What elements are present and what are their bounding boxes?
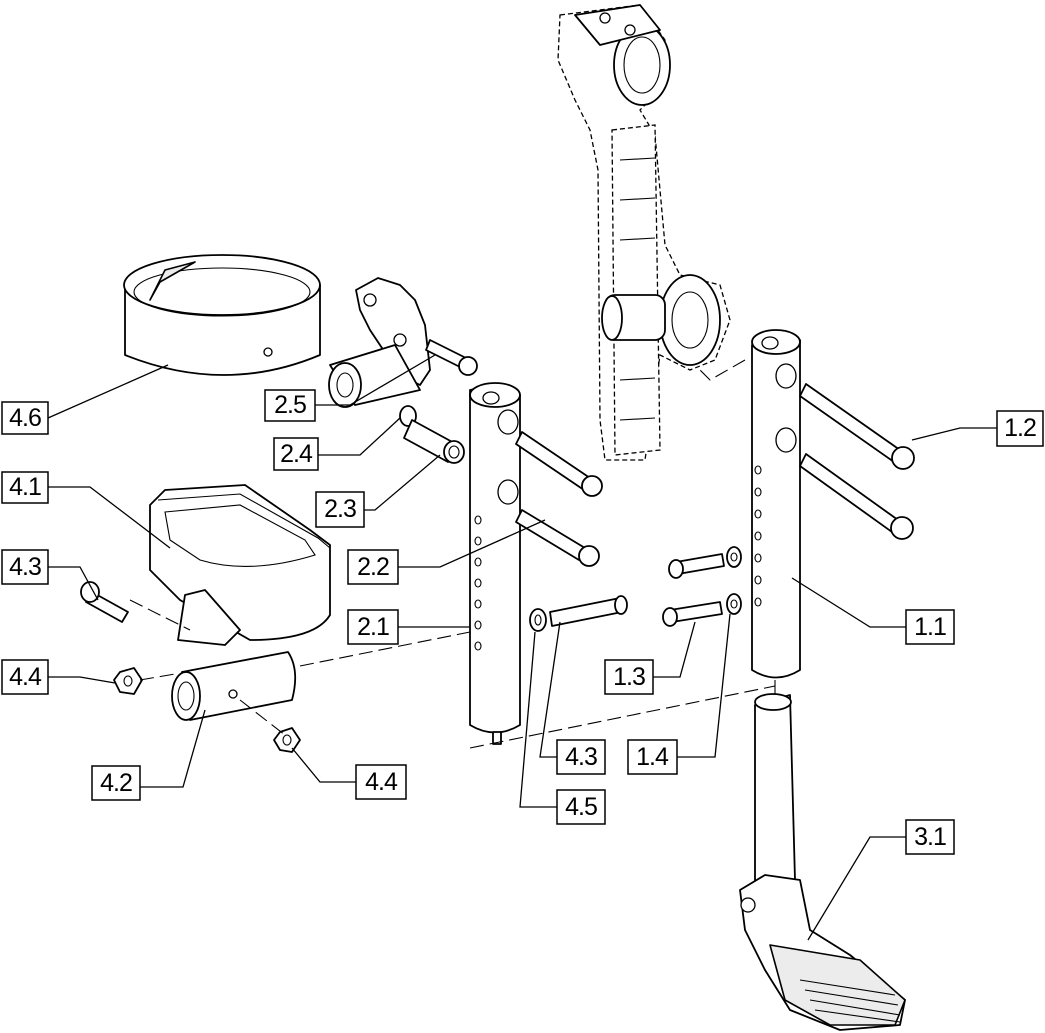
callout-label: 4.3 (565, 743, 597, 771)
washer-4.5 (529, 608, 547, 632)
callout-3.1: 3.1 (905, 819, 955, 855)
pin-4.3-right (549, 595, 628, 627)
callout-label: 4.5 (565, 793, 597, 821)
callout-4.4-right: 4.4 (355, 764, 407, 800)
ring-4.6 (123, 254, 321, 376)
callout-label: 2.2 (357, 553, 389, 581)
callout-1.4: 1.4 (627, 739, 678, 775)
tube-4.2 (171, 651, 297, 721)
callout-label: 2.4 (280, 440, 313, 468)
screws-1.3 (662, 553, 725, 627)
callout-1.2: 1.2 (996, 410, 1044, 447)
tube-2.1 (469, 382, 521, 745)
callout-2.2: 2.2 (347, 549, 399, 585)
callout-4.2: 4.2 (91, 765, 141, 801)
armrest-frame-ghost (557, 4, 731, 461)
callout-4.4-left: 4.4 (1, 659, 49, 695)
alignment-lines (129, 359, 776, 749)
bolts-2.2 (515, 431, 603, 567)
nut-4.4-left (113, 667, 143, 695)
callout-1.1: 1.1 (905, 609, 955, 645)
callout-label: 4.4 (365, 768, 398, 796)
bolt-2.5 (425, 339, 478, 376)
callout-label: 2.1 (357, 613, 389, 641)
callout-2.5: 2.5 (264, 389, 316, 422)
tube-1.1 (751, 329, 801, 679)
nut-4.4-right (273, 727, 301, 753)
holder-4.1 (149, 484, 331, 646)
callout-label: 4.1 (9, 473, 41, 501)
callout-4.1: 4.1 (1, 471, 49, 504)
callout-2.4: 2.4 (273, 437, 319, 471)
callout-label: 1.1 (914, 613, 946, 641)
callout-label: 4.2 (100, 769, 132, 797)
callout-1.3: 1.3 (604, 659, 654, 695)
callout-label: 4.6 (9, 404, 41, 432)
callout-label: 1.3 (613, 663, 645, 691)
callout-label: 3.1 (914, 823, 946, 851)
callout-label: 2.3 (324, 495, 356, 523)
callout-2.1: 2.1 (347, 609, 399, 645)
washers-1.4 (726, 546, 742, 615)
callout-4.6: 4.6 (1, 401, 49, 435)
callout-4.3-right: 4.3 (556, 739, 606, 775)
callout-2.3: 2.3 (315, 491, 365, 528)
callout-4.3-left: 4.3 (1, 549, 49, 585)
callout-label: 1.2 (1004, 414, 1036, 442)
footplate-3.1 (739, 693, 906, 1031)
callout-label: 2.5 (274, 391, 306, 419)
callout-label: 4.3 (9, 553, 41, 581)
callout-label: 4.4 (9, 663, 42, 691)
bolts-1.2 (799, 383, 915, 540)
spacer-2.3 (403, 419, 465, 464)
pin-4.3-left (80, 581, 129, 623)
leader-lines (47, 354, 997, 941)
callout-4.5: 4.5 (556, 789, 606, 825)
callout-label: 1.4 (636, 743, 669, 771)
bracket-2.5 (328, 277, 431, 408)
